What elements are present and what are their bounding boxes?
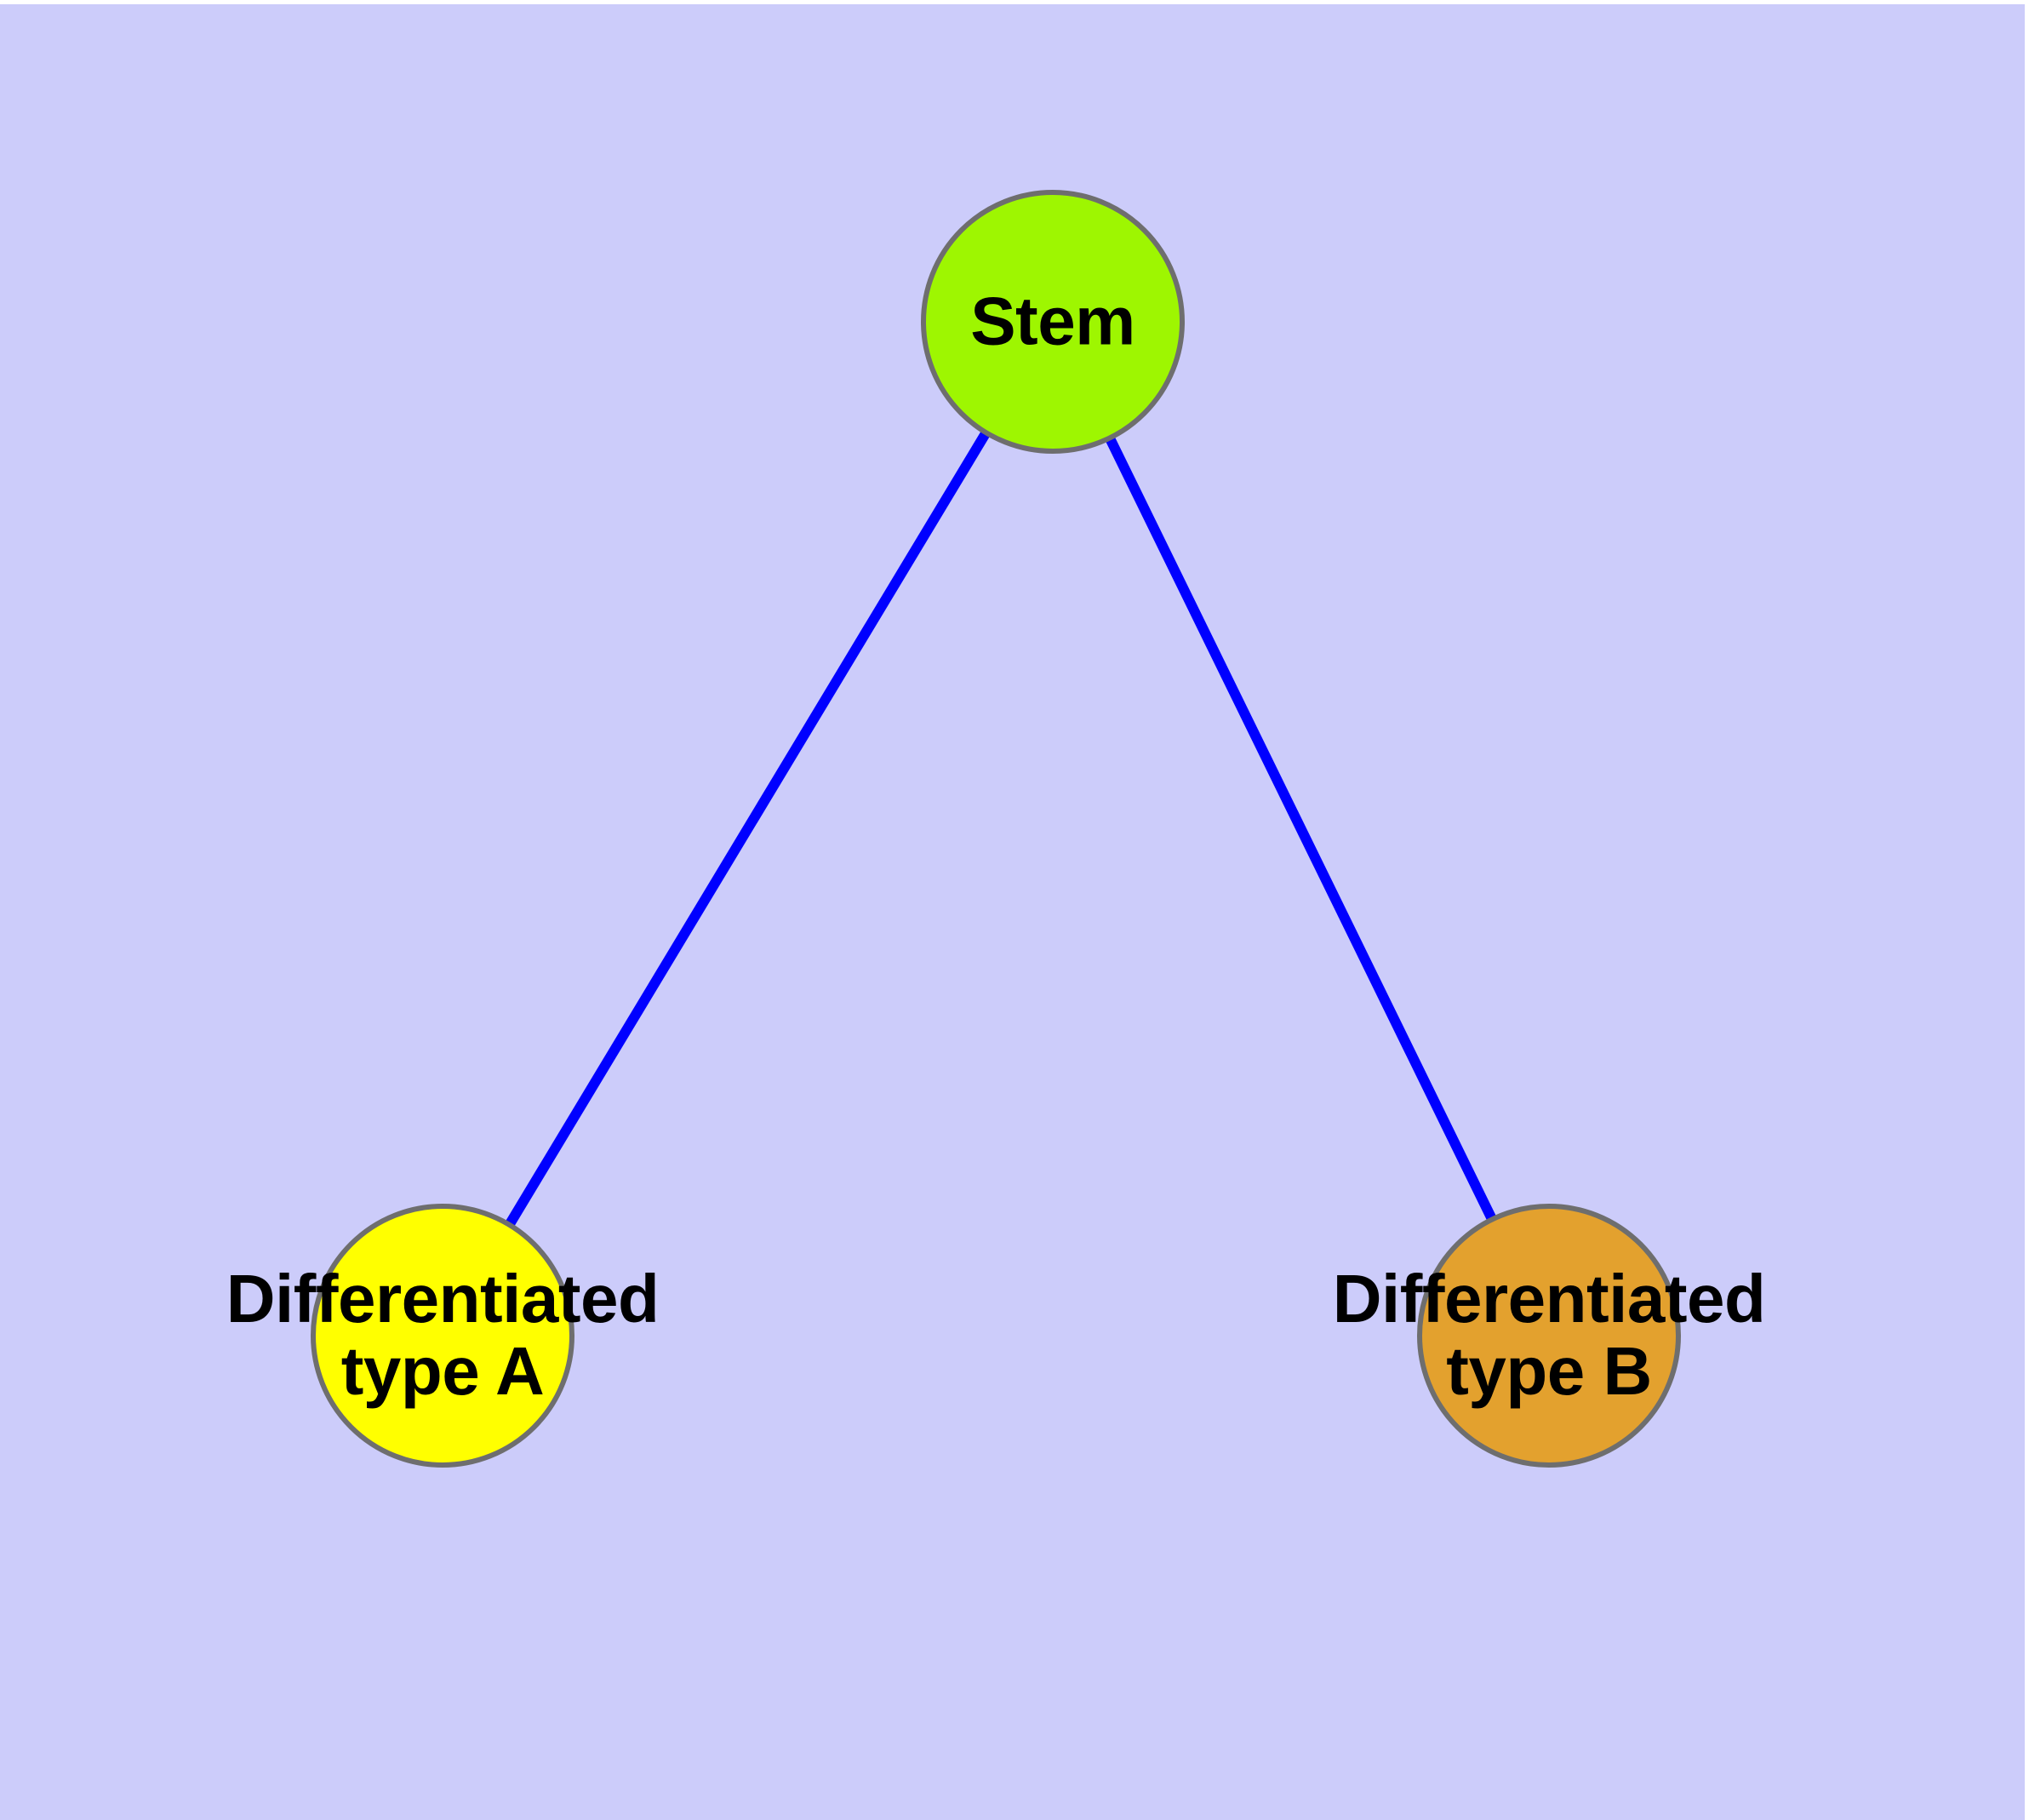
node-circle-stem[interactable] xyxy=(921,190,1185,454)
edge-stem-to-differentiated-type-b xyxy=(1048,319,1554,1338)
edge-layer xyxy=(437,318,1554,1339)
node-circle-differentiated-type-a[interactable] xyxy=(311,1204,574,1468)
diagram-background: Stem Differentiated type A Differentiate… xyxy=(0,4,2025,1820)
node-circle-differentiated-type-b[interactable] xyxy=(1417,1204,1681,1468)
edge-stem-to-differentiated-type-a xyxy=(437,318,1058,1339)
node-layer xyxy=(311,190,1681,1468)
graph-svg xyxy=(311,190,1681,1468)
